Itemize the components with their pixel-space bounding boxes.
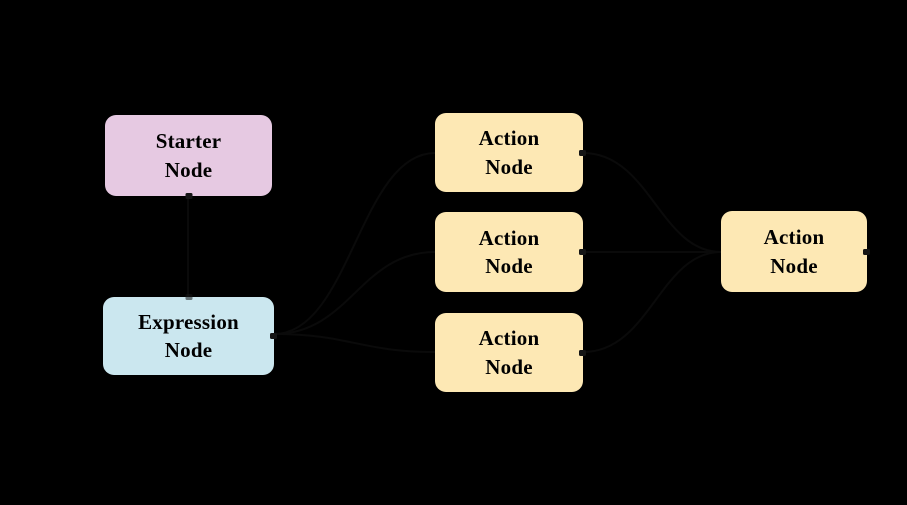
node-starter-node[interactable]: Starter Node (105, 115, 272, 199)
edge-expression-to-action-2 (273, 251, 436, 335)
port-right-icon[interactable] (579, 349, 586, 356)
node-action-node-3[interactable]: Action Node (435, 313, 586, 392)
port-top-icon[interactable] (185, 294, 192, 300)
node-label-line1: Action (763, 225, 825, 250)
port-bottom-icon[interactable] (185, 193, 192, 199)
node-label-line2: Node (485, 354, 533, 379)
edge-action-3-to-action-4 (582, 251, 722, 353)
port-right-icon[interactable] (863, 248, 870, 255)
node-label-line2: Node (164, 157, 213, 182)
edge-expression-to-action-3 (273, 333, 436, 353)
node-label-line2: Node (485, 254, 533, 278)
node-label-line1: Starter (155, 129, 222, 154)
node-expression-node[interactable]: Expression Node (103, 294, 277, 375)
node-label-line2: Node (485, 154, 533, 179)
node-action-node-1[interactable]: Action Node (435, 113, 586, 192)
node-label-line2: Node (164, 338, 213, 362)
port-right-icon[interactable] (579, 149, 586, 156)
node-action-node-4[interactable]: Action Node (721, 211, 870, 292)
edge-expression-to-action-1 (273, 152, 436, 335)
port-right-icon[interactable] (270, 333, 277, 339)
port-right-icon[interactable] (579, 249, 586, 255)
node-action-node-2[interactable]: Action Node (435, 212, 586, 292)
edge-action-1-to-action-4 (582, 152, 722, 253)
node-label-line1: Action (478, 326, 540, 351)
node-label-line2: Node (770, 253, 818, 278)
node-label-line1: Action (478, 225, 540, 250)
node-label-line1: Expression (138, 309, 239, 334)
node-label-line1: Action (478, 126, 540, 151)
